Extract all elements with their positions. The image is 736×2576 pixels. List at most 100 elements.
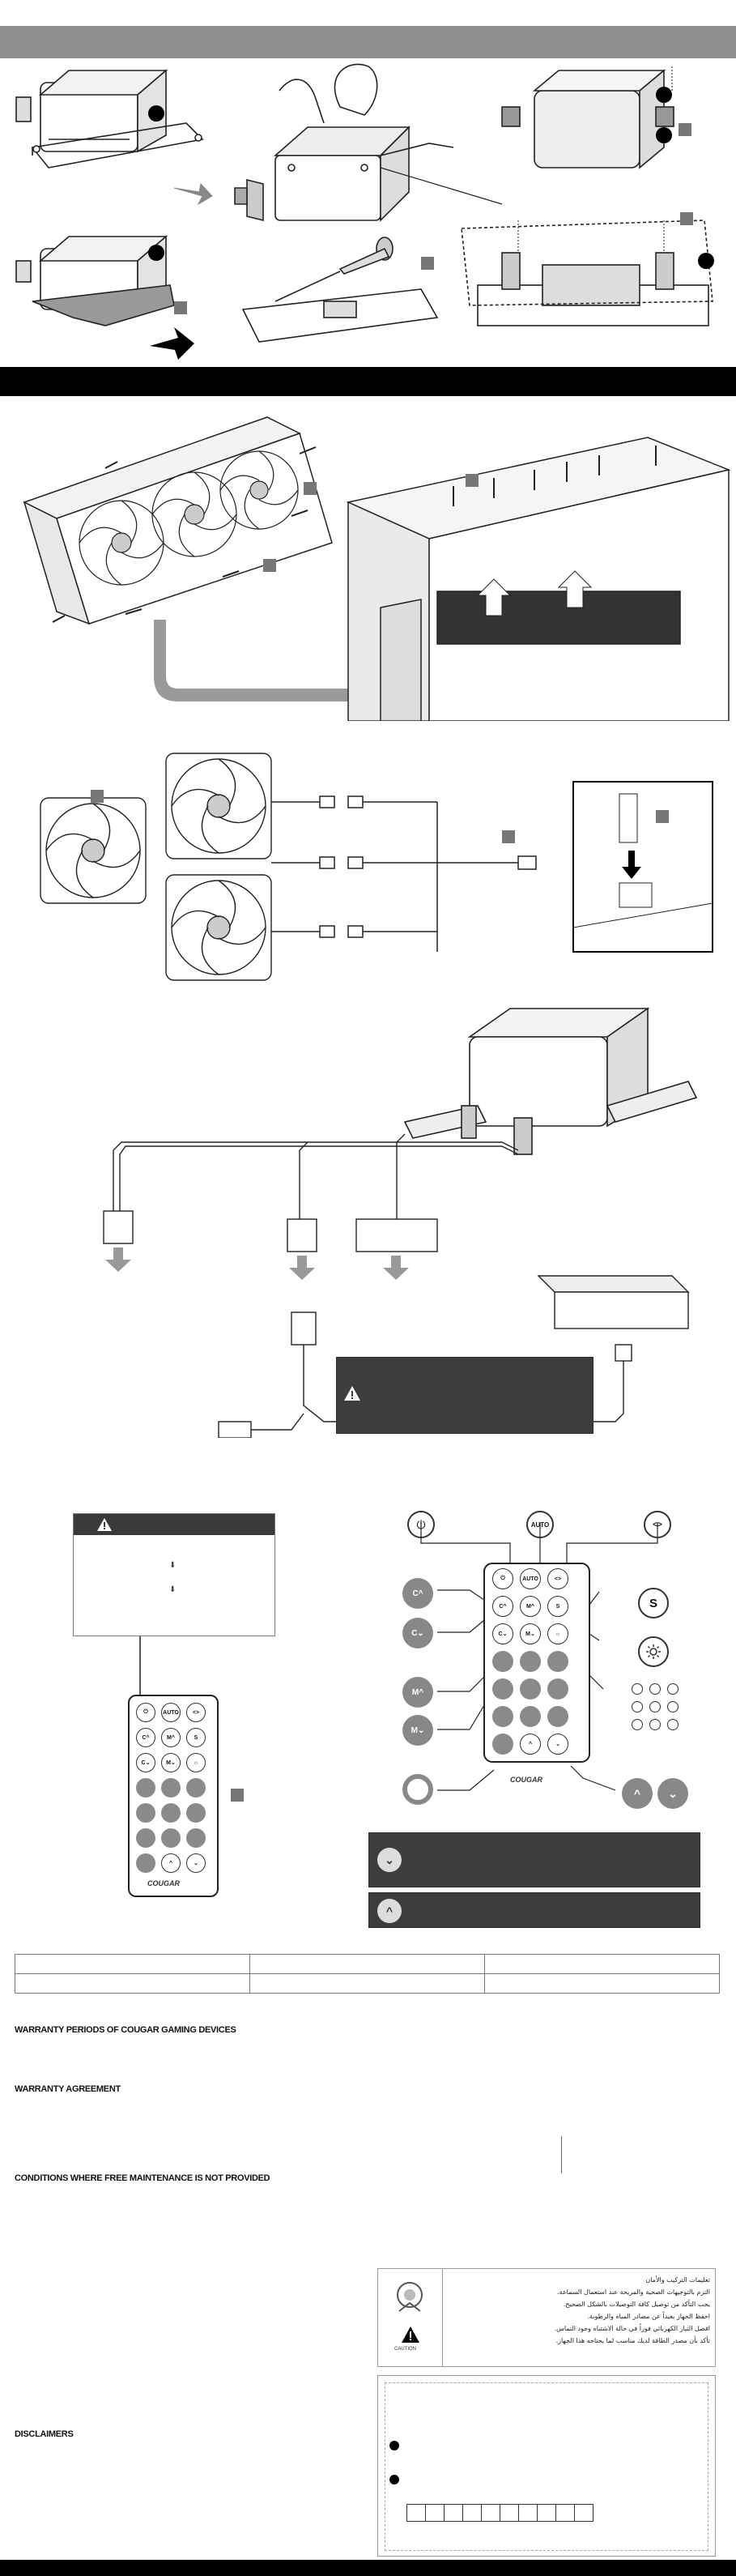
serial-cell[interactable] bbox=[555, 2504, 575, 2522]
serial-cell[interactable] bbox=[406, 2504, 426, 2522]
remote-key-mode[interactable]: <> bbox=[186, 1703, 206, 1722]
warranty-periods-heading: WARRANTY PERIODS OF COUGAR GAMING DEVICE… bbox=[15, 2025, 236, 2035]
remote-key-number[interactable] bbox=[520, 1651, 541, 1672]
remote-key-number[interactable] bbox=[492, 1706, 513, 1727]
remote-key-number[interactable] bbox=[547, 1651, 568, 1672]
auto-button[interactable]: AUTO bbox=[526, 1511, 554, 1538]
remote-key-auto[interactable]: AUTO bbox=[520, 1568, 541, 1589]
arabic-safety-text: تعليمات التركيب والأمان التزم بالتوجيهات… bbox=[451, 2274, 710, 2347]
remote-key-down[interactable]: ⌄ bbox=[547, 1734, 568, 1755]
remote-key-number[interactable] bbox=[136, 1803, 155, 1823]
serial-cell[interactable] bbox=[574, 2504, 593, 2522]
remote-key-number[interactable] bbox=[161, 1828, 181, 1848]
serial-cell[interactable] bbox=[537, 2504, 556, 2522]
serial-cell[interactable] bbox=[518, 2504, 538, 2522]
remote-key-m-up[interactable]: M^ bbox=[520, 1596, 541, 1617]
remote-key-number[interactable] bbox=[520, 1706, 541, 1727]
remote-brand: COUGAR bbox=[147, 1879, 180, 1887]
up-button[interactable]: ^ bbox=[622, 1778, 653, 1809]
remote-key-number[interactable] bbox=[136, 1853, 155, 1873]
table-cell bbox=[249, 1973, 485, 1994]
remote-key-m-up[interactable]: M^ bbox=[161, 1728, 181, 1747]
keypad-dot bbox=[632, 1701, 643, 1712]
remote-key-up[interactable]: ^ bbox=[520, 1734, 541, 1755]
remote-key-auto[interactable]: AUTO bbox=[161, 1703, 181, 1722]
remote-key-number[interactable] bbox=[547, 1678, 568, 1700]
up-icon: ^ bbox=[377, 1899, 402, 1923]
remote-key-s[interactable]: S bbox=[547, 1596, 568, 1617]
warning-icon bbox=[344, 1386, 360, 1401]
remote-key-c-down[interactable]: C⌄ bbox=[136, 1753, 155, 1772]
warning-panel bbox=[336, 1357, 593, 1434]
remote-key-number[interactable] bbox=[186, 1803, 206, 1823]
arabic-line: التزم بالتوجيهات الصحية والمريحة عند است… bbox=[557, 2288, 710, 2296]
remote-key-number[interactable] bbox=[136, 1778, 155, 1798]
pump-cable-illustration bbox=[0, 1000, 736, 1438]
keypad-dot bbox=[649, 1701, 661, 1712]
number-button[interactable] bbox=[402, 1774, 433, 1805]
brightness-button[interactable] bbox=[638, 1636, 669, 1667]
remote-key-number[interactable] bbox=[492, 1678, 513, 1700]
remote-control-left: ⏻ AUTO <> C^ M^ S C⌄ M⌄ ☼ ^⌄ COUGAR bbox=[128, 1695, 219, 1897]
caution-label: CAUTION bbox=[394, 2347, 416, 2352]
remote-key-up[interactable]: ^ bbox=[161, 1853, 181, 1873]
serial-cell[interactable] bbox=[481, 2504, 500, 2522]
mounting-illustrations bbox=[0, 58, 736, 366]
serial-cell[interactable] bbox=[425, 2504, 445, 2522]
serial-grid[interactable] bbox=[406, 2504, 602, 2523]
arabic-line: تأكد بأن مصدر الطاقة لديك مناسب لما يحتا… bbox=[555, 2337, 710, 2344]
table-cell bbox=[15, 1954, 250, 1974]
remote-brand: COUGAR bbox=[510, 1776, 542, 1784]
remote-key-brightness[interactable]: ☼ bbox=[547, 1623, 568, 1644]
caution-icon-area: CAUTION bbox=[378, 2269, 443, 2366]
section-divider-band bbox=[0, 367, 736, 396]
remote-key-number[interactable] bbox=[186, 1778, 206, 1798]
remote-key-m-down[interactable]: M⌄ bbox=[161, 1753, 181, 1772]
serial-cell[interactable] bbox=[500, 2504, 519, 2522]
remote-key-number[interactable] bbox=[186, 1828, 206, 1848]
color-up-button[interactable]: C^ bbox=[402, 1578, 433, 1609]
keypad-dot bbox=[649, 1683, 661, 1695]
speed-button[interactable]: S bbox=[638, 1588, 669, 1619]
down-info-bar: ⌄ bbox=[368, 1832, 700, 1887]
mode-up-button[interactable]: M^ bbox=[402, 1677, 433, 1708]
registration-box bbox=[377, 2375, 716, 2557]
remote-key-c-up[interactable]: C^ bbox=[492, 1596, 513, 1617]
remote-key-down[interactable]: ⌄ bbox=[186, 1853, 206, 1873]
remote-key-c-up[interactable]: C^ bbox=[136, 1728, 155, 1747]
power-button[interactable]: ⏻ bbox=[407, 1511, 435, 1538]
remote-key-number[interactable] bbox=[492, 1651, 513, 1672]
arabic-line: يجب التأكد من توصيل كافة التوصيلات بالشك… bbox=[563, 2301, 710, 2308]
remote-key-power[interactable]: ⏻ bbox=[492, 1568, 513, 1589]
serial-cell[interactable] bbox=[462, 2504, 482, 2522]
remote-key-s[interactable]: S bbox=[186, 1728, 206, 1747]
number-keypad-icon bbox=[632, 1683, 683, 1735]
remote-key-power[interactable]: ⏻ bbox=[136, 1703, 155, 1722]
remote-key-m-down[interactable]: M⌄ bbox=[520, 1623, 541, 1644]
down-button[interactable]: ⌄ bbox=[657, 1778, 688, 1809]
serial-cell[interactable] bbox=[444, 2504, 463, 2522]
conditions-heading: CONDITIONS WHERE FREE MAINTENANCE IS NOT… bbox=[15, 2173, 270, 2183]
remote-key-c-down[interactable]: C⌄ bbox=[492, 1623, 513, 1644]
arrow-down-icon: ⬇ bbox=[169, 1585, 177, 1594]
bullet bbox=[389, 2441, 399, 2450]
caution-box: CAUTION تعليمات التركيب والأمان التزم با… bbox=[377, 2268, 716, 2367]
mode-button[interactable]: <> bbox=[644, 1511, 671, 1538]
brightness-icon bbox=[646, 1644, 661, 1659]
header-band bbox=[0, 26, 736, 58]
mode-down-button[interactable]: M⌄ bbox=[402, 1715, 433, 1746]
remote-key-number[interactable] bbox=[520, 1678, 541, 1700]
keypad-dot bbox=[632, 1683, 643, 1695]
keypad-dot bbox=[667, 1683, 679, 1695]
remote-key-number[interactable] bbox=[492, 1734, 513, 1755]
color-down-button[interactable]: C⌄ bbox=[402, 1618, 433, 1648]
arabic-line: افصل التيار الكهربائي فوراً في حالة الاش… bbox=[554, 2325, 710, 2332]
step-marker bbox=[148, 105, 164, 122]
remote-key-brightness[interactable]: ☼ bbox=[186, 1753, 206, 1772]
remote-key-number[interactable] bbox=[161, 1803, 181, 1823]
remote-key-mode[interactable]: <> bbox=[547, 1568, 568, 1589]
warning-icon bbox=[97, 1518, 112, 1531]
remote-key-number[interactable] bbox=[547, 1706, 568, 1727]
remote-key-number[interactable] bbox=[136, 1828, 155, 1848]
remote-key-number[interactable] bbox=[161, 1778, 181, 1798]
